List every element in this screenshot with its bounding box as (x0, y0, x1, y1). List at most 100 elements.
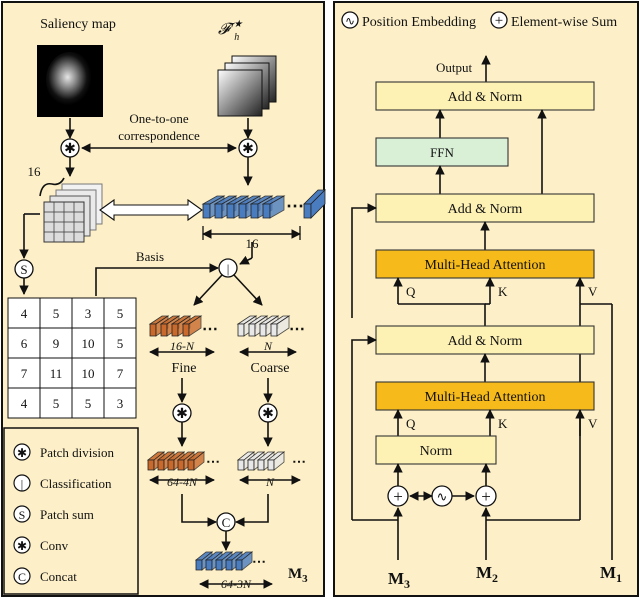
add-norm-top (375, 81, 595, 111)
legend-item: ✱ Patch division (13, 443, 115, 461)
legend-item: |Classification (13, 474, 112, 492)
coarse-patch (269, 315, 291, 337)
svg-text:Position Embedding: Position Embedding (362, 15, 476, 30)
grid-cell-value: 4 (21, 306, 28, 321)
coarse-count: N (263, 339, 273, 353)
svg-text:Element-wise Sum: Element-wise Sum (511, 15, 617, 30)
input-m2: M2 (476, 563, 498, 585)
fine-ellipsis: ⋯ (202, 321, 218, 338)
legend-element-wise-sum: + Element-wise Sum (490, 11, 617, 30)
fine-count: 16-N (170, 339, 195, 353)
svg-text:Patch sum: Patch sum (40, 507, 94, 522)
coarse-conv-ellipsis: ⋯ (292, 455, 306, 470)
svg-text:Classification: Classification (40, 476, 112, 491)
input-m1: M1 (600, 563, 622, 585)
fine-patch-row (148, 315, 203, 337)
svg-text:✱: ✱ (17, 446, 27, 460)
grid-cell-value: 7 (117, 366, 124, 381)
k-low: K (498, 416, 508, 431)
final-patch (234, 551, 254, 571)
final-patch-row (194, 551, 254, 571)
grid-cell-value: 3 (85, 306, 92, 321)
grid-cell-value: 4 (21, 396, 28, 411)
conv-symbol-fine: ✱ (172, 403, 192, 423)
svg-text:✱: ✱ (64, 142, 76, 157)
sum-symbol-right: + (475, 485, 497, 507)
one-to-one-line1: One-to-one (129, 111, 188, 126)
blue-patch-row (201, 189, 326, 219)
saliency-blob (46, 52, 94, 108)
coarse-conv-count: N (265, 475, 275, 489)
patch-division-symbol-right: ✱ (238, 138, 258, 158)
feature-map-stack (217, 55, 277, 117)
final-count: 64-3N (221, 577, 252, 591)
coarse-conv-patch-row (236, 451, 286, 471)
grid-cell-value: 10 (82, 336, 95, 351)
grid-cell (39, 297, 73, 329)
grid-cell (103, 297, 137, 329)
patch-count-top: 16 (28, 164, 42, 179)
ffn-label: FFN (430, 145, 454, 160)
classification-symbol: | (218, 258, 238, 278)
svg-text:C: C (18, 570, 26, 584)
svg-text:Patch division: Patch division (40, 445, 115, 460)
svg-text:C: C (222, 515, 231, 530)
blue-patch-ellipsis: ⋯ (286, 196, 304, 216)
v-low: V (588, 416, 598, 431)
patch-grid-stack (43, 183, 103, 243)
norm-block (375, 435, 497, 465)
grid-cell (71, 297, 105, 329)
svg-text:∿: ∿ (437, 489, 448, 504)
svg-text:+: + (481, 487, 491, 506)
basis-label: Basis (136, 249, 164, 264)
grid-cell-value: 9 (53, 336, 60, 351)
concat-symbol: C (216, 512, 236, 532)
coarse-label: Coarse (251, 361, 290, 376)
mha-top (375, 249, 595, 279)
k-top: K (498, 284, 508, 299)
input-m3: M3 (388, 569, 410, 591)
patch-division-symbol-left: ✱ (60, 138, 80, 158)
legend-position-embedding: ∿ Position Embedding (341, 11, 476, 30)
fine-conv-patch (186, 451, 206, 471)
coarse-conv-patch (266, 451, 286, 471)
output-label: Output (436, 60, 473, 75)
svg-text:✱: ✱ (242, 142, 254, 157)
fine-label: Fine (172, 361, 197, 376)
grid-cell-value: 11 (50, 366, 63, 381)
grid-cell-value: 6 (21, 336, 28, 351)
mha-top-label: Multi-Head Attention (425, 258, 546, 273)
grid-cell (103, 327, 137, 359)
patch-sum-symbol: S (14, 259, 34, 279)
grid-cell-value: 3 (117, 396, 124, 411)
svg-text:∿: ∿ (345, 14, 355, 28)
patch-brace (39, 177, 65, 197)
svg-text:Conv: Conv (40, 538, 69, 553)
grid-cell-value: 5 (117, 306, 124, 321)
ffn-block (375, 137, 509, 167)
conv-symbol-coarse: ✱ (258, 403, 278, 423)
grid-cell-value: 5 (85, 396, 92, 411)
blue-patch (261, 195, 286, 219)
add-norm-low (375, 325, 595, 355)
position-embedding-symbol: ∿ (431, 485, 453, 507)
grid-cell-value: 5 (117, 336, 124, 351)
svg-text:|: | (227, 261, 230, 276)
fine-conv-ellipsis: ⋯ (206, 455, 220, 470)
mha-low-label: Multi-Head Attention (425, 390, 546, 405)
basis-arrow (95, 263, 219, 296)
svg-text:✱: ✱ (17, 539, 27, 553)
grid-cell-value: 10 (82, 366, 95, 381)
grid-cell-value: 5 (53, 306, 60, 321)
grid-cell (103, 387, 137, 419)
add-norm-low-label: Add & Norm (448, 334, 523, 349)
coarse-ellipsis: ⋯ (289, 321, 305, 338)
grid-cell-value: 5 (53, 396, 60, 411)
patch-correspondence-arrow (99, 198, 203, 222)
fine-conv-count: 64-4N (167, 475, 198, 489)
add-norm-mid-label: Add & Norm (448, 202, 523, 217)
